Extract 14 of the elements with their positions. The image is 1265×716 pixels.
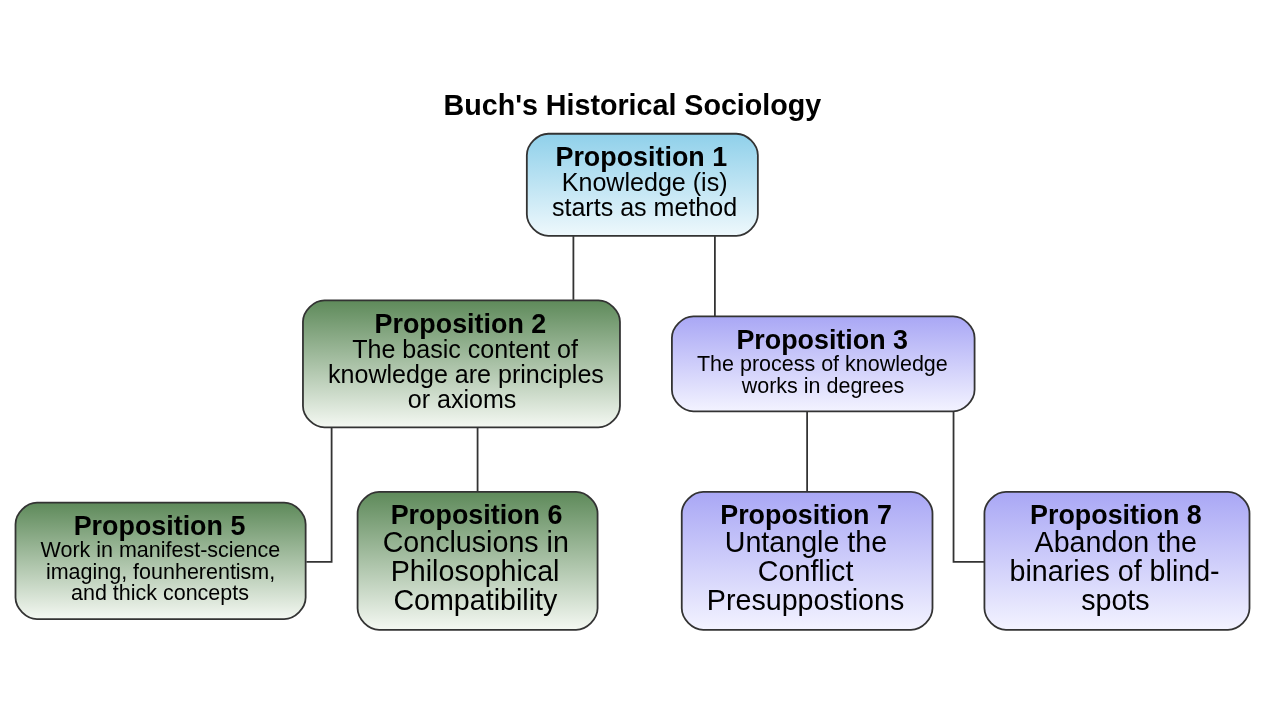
node-box: Proposition 1 Knowledge (is) starts as method xyxy=(525,132,759,237)
node-box: Proposition 6 Conclusions in Philosophical Compatibility xyxy=(356,490,599,631)
connector xyxy=(305,426,333,563)
node-box: Proposition 3 The process of knowledge works in degrees xyxy=(671,315,976,412)
connector xyxy=(952,410,986,563)
connector xyxy=(714,234,716,317)
connector xyxy=(476,426,479,493)
diagram-title: Buch's Historical Sociology xyxy=(443,88,822,121)
node-box: Proposition 8 Abandon the binaries of blind-spots xyxy=(983,490,1251,631)
connector xyxy=(806,410,808,492)
connector xyxy=(572,234,575,301)
node-box: Proposition 5 Work in manifest-science imaging, founherentism, and thick concepts xyxy=(14,501,307,620)
node-box: Proposition 7 Untangle the Conflict Presuppostions xyxy=(680,490,934,631)
node-box: Proposition 2 The basic content of knowledge are principles or axioms xyxy=(302,298,621,428)
